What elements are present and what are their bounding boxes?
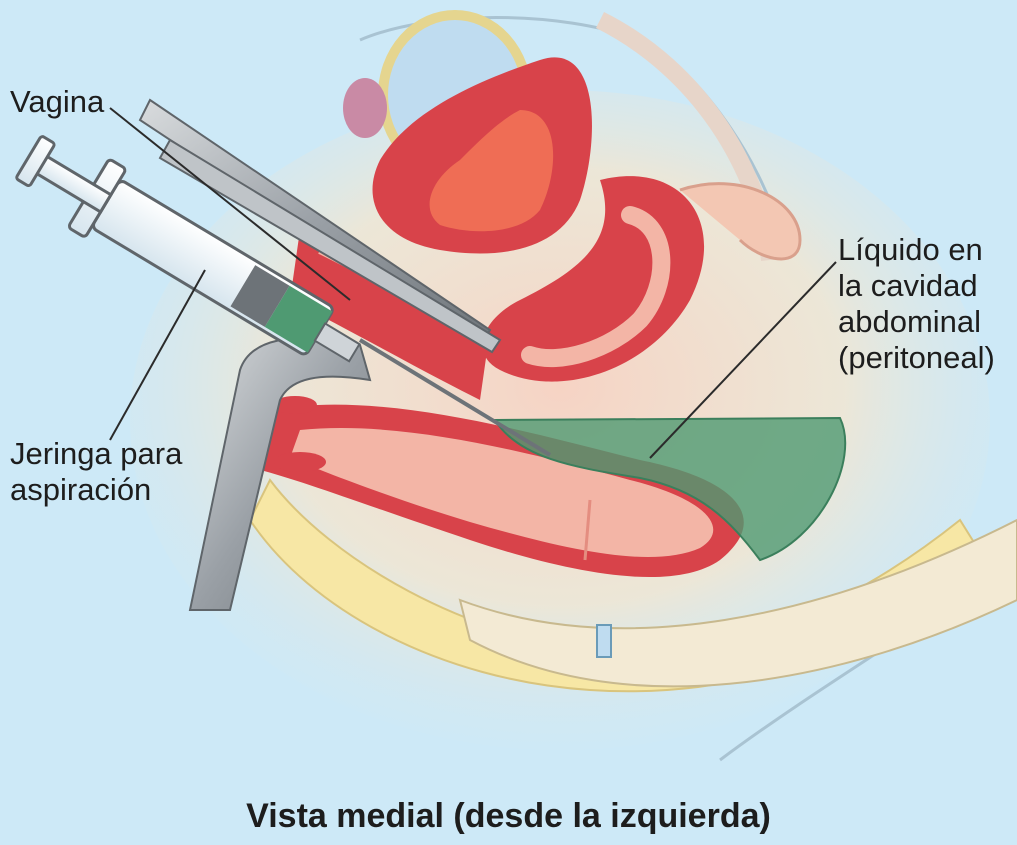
label-vagina-text: Vagina bbox=[10, 84, 104, 120]
label-fluid-line-4: (peritoneal) bbox=[838, 340, 995, 376]
label-fluid-line-2: la cavidad bbox=[838, 268, 995, 304]
label-fluid-line-3: abdominal bbox=[838, 304, 995, 340]
anal-tissue bbox=[274, 452, 326, 472]
spine-disc bbox=[597, 625, 611, 657]
figure-caption: Vista medial (desde la izquierda) bbox=[0, 797, 1017, 836]
label-vagina: Vagina bbox=[10, 84, 104, 120]
label-syringe: Jeringa para aspiración bbox=[10, 436, 182, 508]
label-fluid-line-1: Líquido en bbox=[838, 232, 995, 268]
pubic-bone bbox=[343, 78, 387, 138]
label-syringe-line-1: Jeringa para bbox=[10, 436, 182, 472]
label-peritoneal-fluid: Líquido en la cavidad abdominal (periton… bbox=[838, 232, 995, 376]
label-syringe-line-2: aspiración bbox=[10, 472, 182, 508]
